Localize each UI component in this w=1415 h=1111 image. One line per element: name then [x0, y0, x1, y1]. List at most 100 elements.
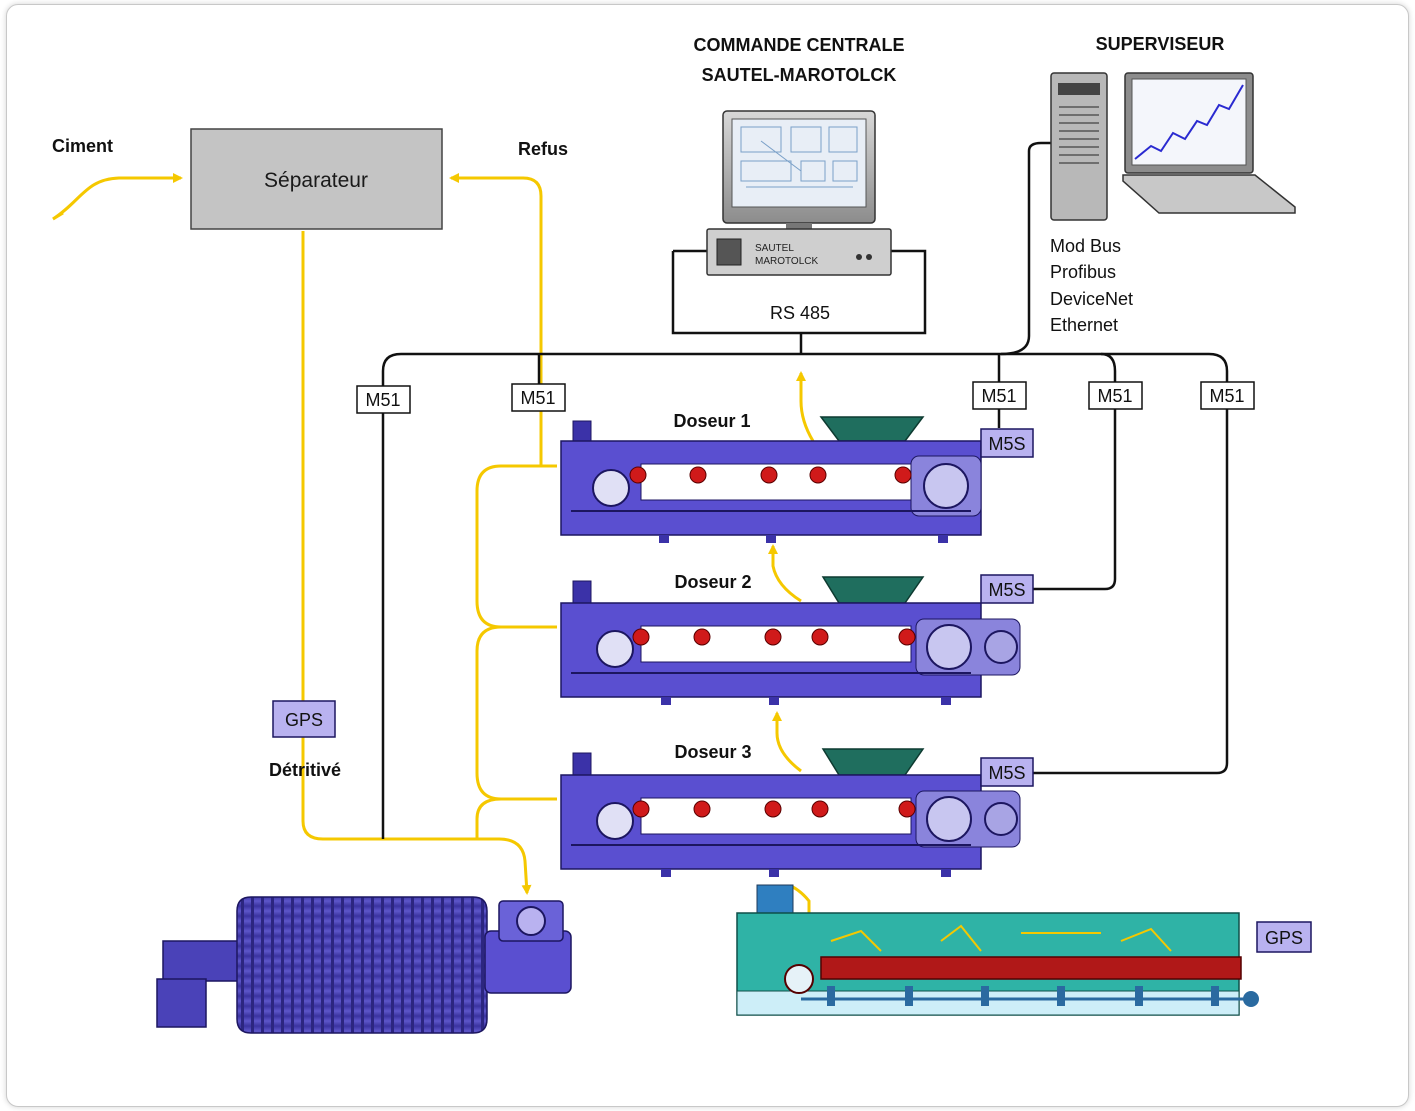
- m5s-module[interactable]: M5S: [980, 574, 1034, 604]
- doseur-hopper: [821, 576, 925, 604]
- controller-brand-line1: SAUTEL: [755, 243, 794, 254]
- m51-module[interactable]: M51: [356, 385, 411, 414]
- central-title-line2: SAUTEL-MAROTOLCK: [702, 65, 897, 85]
- doseur-drive-pulley: [926, 624, 972, 670]
- m51-module[interactable]: M51: [1200, 381, 1255, 410]
- rs485-label: RS 485: [770, 303, 830, 323]
- mill-motor[interactable]: [156, 896, 572, 1034]
- mill-pipe-fittings: [827, 986, 1219, 1006]
- protocol-item: Ethernet: [1050, 315, 1118, 335]
- refus-label: Refus: [518, 139, 568, 159]
- mill-drum: [820, 956, 1242, 980]
- motor-shaft: [162, 940, 244, 982]
- doseur-tail-pulley: [596, 802, 634, 840]
- svg-text:M5S: M5S: [988, 434, 1025, 454]
- svg-text:GPS: GPS: [285, 710, 323, 730]
- doseur-inlet: [572, 752, 592, 776]
- doseur-3-label: Doseur 3: [674, 742, 751, 762]
- doseur-belt-window: [640, 463, 912, 501]
- svg-text:M5S: M5S: [988, 763, 1025, 783]
- doseur-2[interactable]: [560, 576, 1021, 705]
- doseur-2-label: Doseur 2: [674, 572, 751, 592]
- doseur-1-label: Doseur 1: [673, 411, 750, 431]
- doseur-hopper: [819, 416, 925, 442]
- detritive-label: Détritivé: [269, 760, 341, 780]
- mill-feed-line: [790, 884, 811, 913]
- laptop-screen: [1131, 78, 1247, 166]
- svg-text:M51: M51: [1209, 386, 1244, 406]
- laptop-screen-graph: [1134, 84, 1244, 160]
- doseur-3[interactable]: [560, 748, 1021, 877]
- motor-body: [236, 896, 488, 1034]
- central-controller[interactable]: SAUTEL MAROTOLCK: [706, 110, 892, 276]
- gps-module-separator[interactable]: GPS: [272, 700, 336, 738]
- doseur-tail-pulley: [592, 469, 630, 507]
- mill-outlet: [1243, 991, 1259, 1007]
- supervisor-station[interactable]: [1050, 72, 1296, 221]
- gps-module-mill[interactable]: GPS: [1256, 921, 1312, 953]
- m5s-module[interactable]: M5S: [980, 757, 1034, 787]
- protocol-list: Mod Bus Profibus DeviceNet Ethernet: [1050, 236, 1133, 335]
- mill-inlet: [756, 884, 794, 914]
- m51-module[interactable]: M51: [972, 381, 1027, 410]
- pc-drive-slot: [1058, 83, 1100, 95]
- mill-signal-wiring: [830, 924, 1172, 952]
- svg-text:M51: M51: [1097, 386, 1132, 406]
- doseur-hopper: [821, 748, 925, 776]
- refus-flow-line: [449, 173, 543, 466]
- supervisor-link: [1000, 141, 1051, 356]
- motor-foot: [156, 978, 207, 1028]
- separateur-label: Séparateur: [264, 169, 368, 192]
- ciment-flow-tail: [52, 211, 64, 221]
- controller-unit: [706, 228, 892, 276]
- doseur-feet: [661, 697, 951, 705]
- diagram-frame: Séparateur Ciment Refus COMMANDE CENTRAL…: [6, 4, 1409, 1107]
- doseur-link-2-3: [475, 625, 557, 801]
- m51-module[interactable]: M51: [511, 383, 566, 412]
- central-title-line1: COMMANDE CENTRALE: [694, 35, 905, 55]
- ciment-flow-line: [52, 173, 183, 221]
- mill-drum-end: [784, 964, 814, 994]
- doseur-1[interactable]: [560, 416, 982, 543]
- motor-terminal-icon: [516, 906, 546, 936]
- doseur-rollers: [629, 466, 912, 484]
- protocol-item: DeviceNet: [1050, 289, 1133, 309]
- doseur-inlet: [572, 420, 592, 444]
- m51-4-to-m5s-2: [1033, 409, 1117, 591]
- svg-text:M51: M51: [520, 388, 555, 408]
- m51-5-to-m5s-3: [1033, 409, 1229, 775]
- doseur3-signal-arrow: [772, 711, 802, 773]
- doseur1-signal-arrow: [796, 371, 815, 442]
- separateur-box[interactable]: [190, 128, 443, 230]
- m5s-module[interactable]: M5S: [980, 428, 1034, 458]
- doseur-drive-pulley: [926, 796, 972, 842]
- cement-mill[interactable]: [736, 884, 1259, 1016]
- controller-brand-line2: MAROTOLCK: [755, 256, 818, 267]
- doseur-tail-pulley: [596, 630, 634, 668]
- pc-vents: [1059, 106, 1099, 164]
- doseur-rollers: [632, 628, 916, 646]
- svg-text:M5S: M5S: [988, 580, 1025, 600]
- controller-grille-icon: [716, 238, 742, 266]
- controller-monitor-stand: [786, 223, 812, 231]
- svg-text:M51: M51: [981, 386, 1016, 406]
- ciment-label: Ciment: [52, 136, 113, 156]
- doseur-feet: [659, 535, 948, 543]
- controller-screen-schematic: [740, 126, 858, 188]
- doseur-rollers: [632, 800, 916, 818]
- protocol-item: Mod Bus: [1050, 236, 1121, 256]
- doseur-drive-pulley: [923, 463, 969, 509]
- m51-module[interactable]: M51: [1088, 381, 1143, 410]
- supervisor-title: SUPERVISEUR: [1096, 34, 1225, 54]
- laptop-base: [1122, 174, 1296, 214]
- m51-drop-4: [1100, 352, 1117, 383]
- separateur-block[interactable]: Séparateur: [190, 128, 443, 230]
- controller-screen: [731, 118, 867, 208]
- doseur-feet: [661, 869, 951, 877]
- doseur-motor: [984, 630, 1018, 664]
- detritive-flow-line: [301, 231, 532, 895]
- fieldbus-main-line: [381, 352, 1229, 386]
- svg-text:GPS: GPS: [1265, 928, 1303, 948]
- doseur2-signal-arrow: [768, 544, 802, 603]
- protocol-item: Profibus: [1050, 262, 1116, 282]
